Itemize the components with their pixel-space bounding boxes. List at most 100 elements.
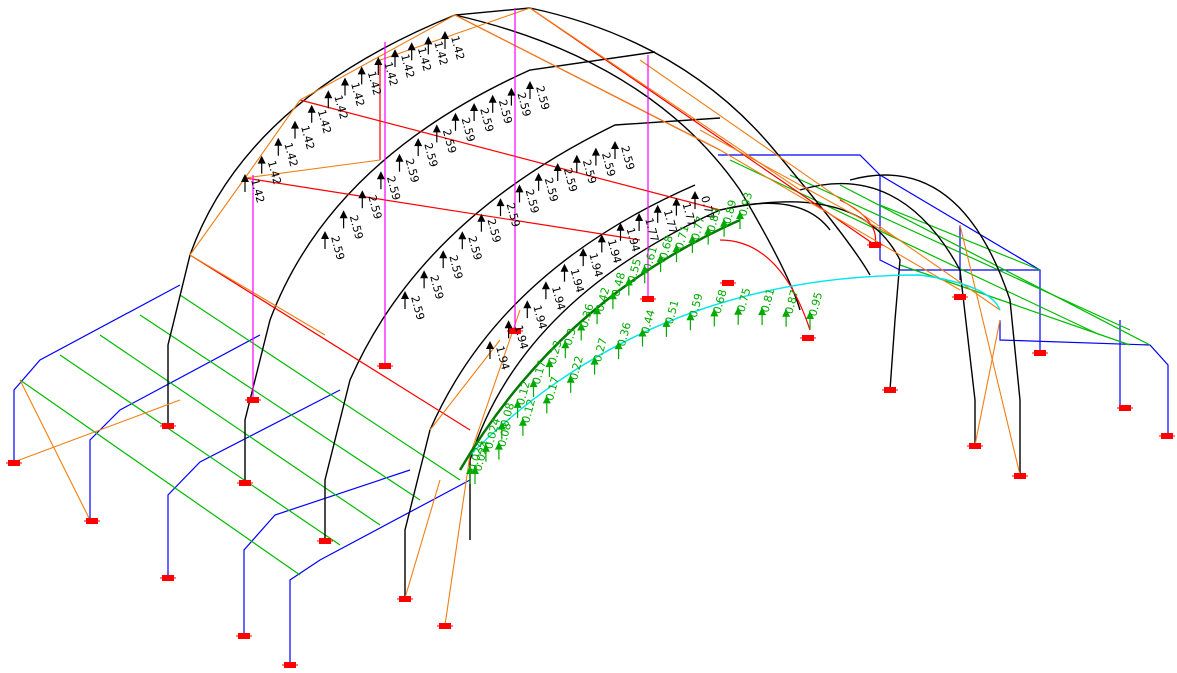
load-value-label: 0.08	[495, 421, 514, 448]
load-arrow: 1.42	[291, 120, 317, 151]
load-arrow: 1.94	[504, 320, 531, 351]
load-value-label: 1.94	[512, 324, 531, 351]
load-value-label: 2.59	[580, 158, 599, 185]
load-value-label: 2.59	[542, 176, 561, 203]
load-value-label: 1.42	[448, 34, 467, 61]
load-arrow: 1.42	[241, 174, 267, 204]
side-purlins	[19, 159, 1151, 576]
load-value-label: 2.59	[485, 217, 504, 244]
load-value-label: 1.77	[680, 201, 699, 228]
load-arrow: 0.83	[704, 206, 723, 245]
load-arrow: 2.59	[572, 154, 599, 185]
load-value-label: 0.55	[625, 257, 644, 284]
load-arrow: 1.77	[672, 197, 699, 228]
load-value-label: 2.59	[403, 157, 422, 184]
load-value-label: 0.27	[591, 336, 610, 363]
support-symbol	[800, 335, 816, 341]
load-value-label: 2.59	[515, 91, 534, 118]
load-value-label: 1.77	[642, 216, 661, 243]
load-arrow: 1.42	[257, 155, 284, 186]
load-value-label: 0.23	[546, 339, 565, 366]
load-arrow: 0.59	[686, 292, 706, 331]
load-arrow: 0.36	[577, 302, 596, 341]
load-value-label: 1.94	[530, 304, 549, 331]
load-value-label: 2.59	[384, 175, 403, 202]
load-value-label: 0.93	[736, 191, 755, 218]
load-arrow: 2.59	[401, 291, 427, 321]
load-arrow: 0.36	[614, 321, 634, 360]
support-symbol	[720, 280, 736, 286]
load-value-label: 1.42	[265, 159, 284, 186]
load-arrow: 0.08	[494, 421, 514, 460]
load-value-label: 1.42	[315, 108, 334, 135]
load-arrow: 0.95	[806, 291, 825, 329]
arch-edge-beam	[469, 274, 1001, 456]
load-arrow: 0.08	[497, 401, 517, 440]
load-value-label: 0.89	[720, 198, 739, 225]
load-value-label: 2.59	[365, 194, 384, 221]
load-arrow: 2.59	[458, 231, 484, 262]
support-symbol	[282, 662, 298, 668]
load-value-label: 2.59	[465, 235, 484, 262]
support-symbol	[437, 623, 453, 629]
load-arrow: 0.48	[608, 271, 628, 310]
support-symbol	[1032, 350, 1048, 356]
load-value-label: 1.42	[298, 124, 317, 151]
load-value-label: 2.59	[408, 294, 427, 321]
load-arrow: 2.59	[439, 250, 465, 281]
support-symbol	[967, 443, 983, 449]
load-arrow: 0.61	[640, 245, 660, 284]
support-symbol	[640, 296, 656, 302]
load-arrow: 0.51	[662, 299, 682, 337]
load-value-label: 2.59	[533, 84, 552, 111]
support-symbol	[1159, 433, 1175, 439]
load-arrow: 2.59	[534, 172, 561, 203]
load-arrow: 0.17	[542, 375, 562, 414]
load-value-label: 2.59	[459, 116, 478, 143]
load-arrow: 1.42	[407, 42, 434, 73]
load-arrow: 0.27	[590, 336, 610, 375]
load-value-label: 2.59	[504, 202, 523, 229]
load-arrow: 2.59	[420, 270, 446, 301]
load-value-label: 2.59	[477, 106, 496, 133]
ridge-purlins	[189, 7, 877, 431]
load-value-label: 0.36	[615, 321, 634, 348]
load-value-label: 2.59	[496, 98, 515, 125]
load-arrow: 0.68	[710, 288, 730, 327]
arch-outline	[458, 218, 741, 471]
load-value-label: 1.94	[568, 267, 587, 294]
load-arrow: 2.59	[376, 171, 403, 202]
load-arrow: 2.59	[451, 112, 478, 143]
load-value-label: 0.22	[567, 355, 586, 382]
load-value-label: 1.42	[381, 60, 400, 87]
load-value-label: 0.71	[673, 224, 692, 251]
support-symbol	[1012, 473, 1028, 479]
load-arrow: 0.44	[638, 308, 658, 347]
load-value-label: 2.59	[561, 166, 580, 193]
load-arrow: 0.55	[624, 257, 644, 296]
support-symbol	[317, 538, 333, 544]
load-value-label: 0.95	[806, 291, 825, 318]
load-arrow: 1.42	[307, 104, 334, 135]
hangers	[252, 8, 649, 398]
load-arrow: 1.94	[616, 222, 643, 253]
load-arrow: 0.71	[672, 224, 692, 263]
support-symbol	[6, 460, 22, 466]
load-arrow: 1.94	[560, 263, 587, 294]
load-value-label: 1.42	[331, 94, 350, 121]
wind-loads: 0.0240.0240.080.120.170.230.30.360.420.4…	[466, 191, 825, 484]
support-symbol	[237, 480, 253, 486]
load-value-label: 1.77	[661, 208, 680, 235]
load-value-label: 0.61	[641, 245, 660, 272]
load-arrow: 1.94	[486, 341, 512, 371]
load-arrow: 0.22	[566, 355, 586, 393]
load-arrow: 0.81	[758, 287, 777, 326]
load-arrow: 0.12	[518, 398, 538, 436]
load-arrow: 1.42	[274, 137, 300, 168]
load-value-label: 0.81	[758, 287, 777, 314]
load-value-label: 0.75	[735, 287, 754, 314]
load-value-label: 0.44	[639, 308, 658, 335]
load-value-label: 2.59	[446, 254, 465, 281]
load-value-label: 0.68	[657, 234, 676, 261]
